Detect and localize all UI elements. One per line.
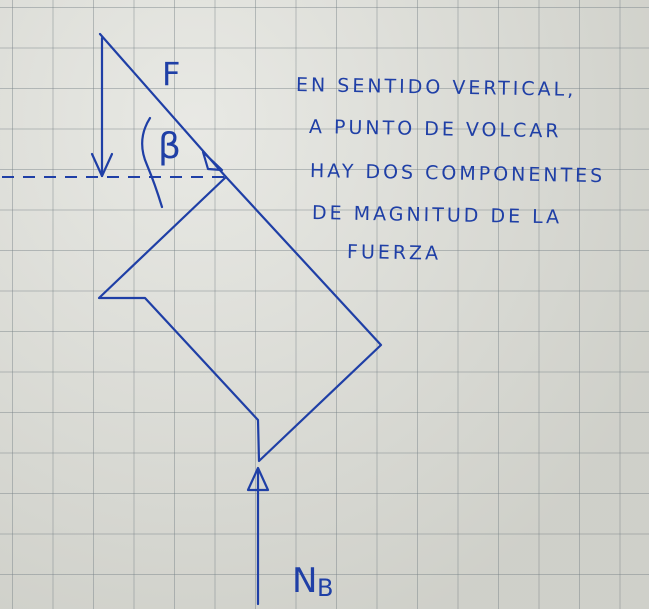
normal-force-subscript: B — [317, 574, 333, 602]
angle-arc — [141, 116, 164, 209]
normal-force-arrowhead — [246, 466, 270, 492]
angle-label: β — [158, 126, 181, 167]
body-outline — [97, 175, 383, 463]
force-label: F — [162, 55, 180, 93]
note-line-2: A PUNTO DE VOLCAR — [308, 116, 562, 143]
vertical-component-arrowhead — [90, 152, 114, 178]
note-line-5: FUERZA — [346, 241, 442, 265]
normal-force-label: N — [292, 561, 317, 601]
force-arrowhead — [201, 150, 224, 172]
note-line-4: DE MAGNITUD DE LA — [311, 202, 563, 229]
